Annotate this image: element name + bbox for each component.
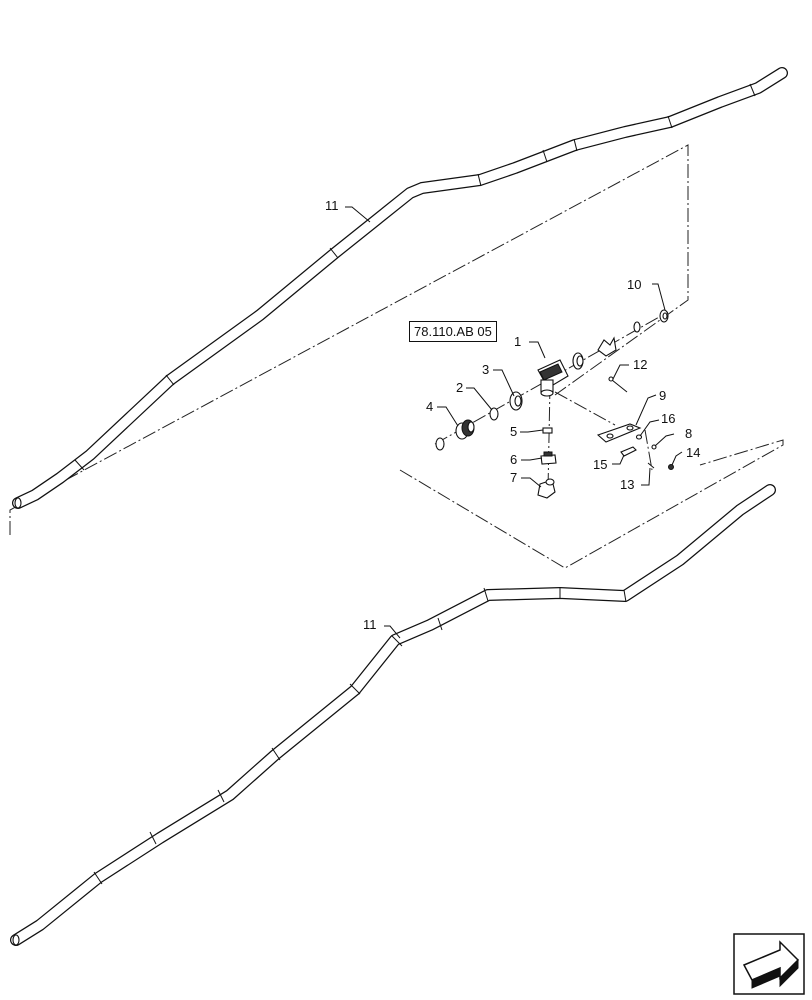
bracket-axis <box>554 391 616 426</box>
callout-1: 1 <box>514 334 522 349</box>
callout-2: 2 <box>456 380 464 395</box>
bolt-axis <box>644 429 653 471</box>
small-clip <box>435 437 445 451</box>
callout-13: 13 <box>620 477 635 492</box>
nozzle-body-1 <box>537 359 569 397</box>
nut-14 <box>668 464 674 470</box>
clamp-6 <box>540 451 557 465</box>
callout-15: 15 <box>593 457 608 472</box>
bolt-12 <box>608 376 628 393</box>
washer-2 <box>489 407 499 421</box>
assembly-boundary <box>9 144 689 535</box>
reference-box[interactable]: 78.110.AB 05 <box>409 321 497 342</box>
callout-10: 10 <box>627 277 642 292</box>
upper-pipe <box>12 67 788 509</box>
callout-9: 9 <box>659 388 667 403</box>
clip-5 <box>542 427 553 434</box>
callout-11-upper: 11 <box>325 198 339 213</box>
plate-15 <box>620 446 637 457</box>
callout-8: 8 <box>685 426 693 441</box>
callout-12: 12 <box>633 357 648 372</box>
callout-16: 16 <box>661 411 676 426</box>
assembly-boundary-lower <box>399 439 784 569</box>
spray-tip <box>597 336 617 357</box>
fitting-4 <box>455 419 475 440</box>
lower-pipe <box>10 484 776 946</box>
callout-3: 3 <box>482 362 490 377</box>
callout-6: 6 <box>510 452 518 467</box>
grommet-right <box>572 352 584 370</box>
elbow-7 <box>537 478 556 499</box>
callout-14: 14 <box>686 445 701 460</box>
callout-4: 4 <box>426 399 434 414</box>
callout-11-lower: 11 <box>363 617 377 632</box>
grommet-3 <box>509 391 523 411</box>
callout-5: 5 <box>510 424 518 439</box>
pin-13 <box>647 462 655 469</box>
clamp-axis <box>547 384 551 491</box>
cap-10 <box>659 309 669 323</box>
page-turn-arrow-icon[interactable] <box>733 933 805 995</box>
bracket-9 <box>596 423 642 443</box>
callout-7: 7 <box>510 470 518 485</box>
washer-small <box>633 321 641 333</box>
